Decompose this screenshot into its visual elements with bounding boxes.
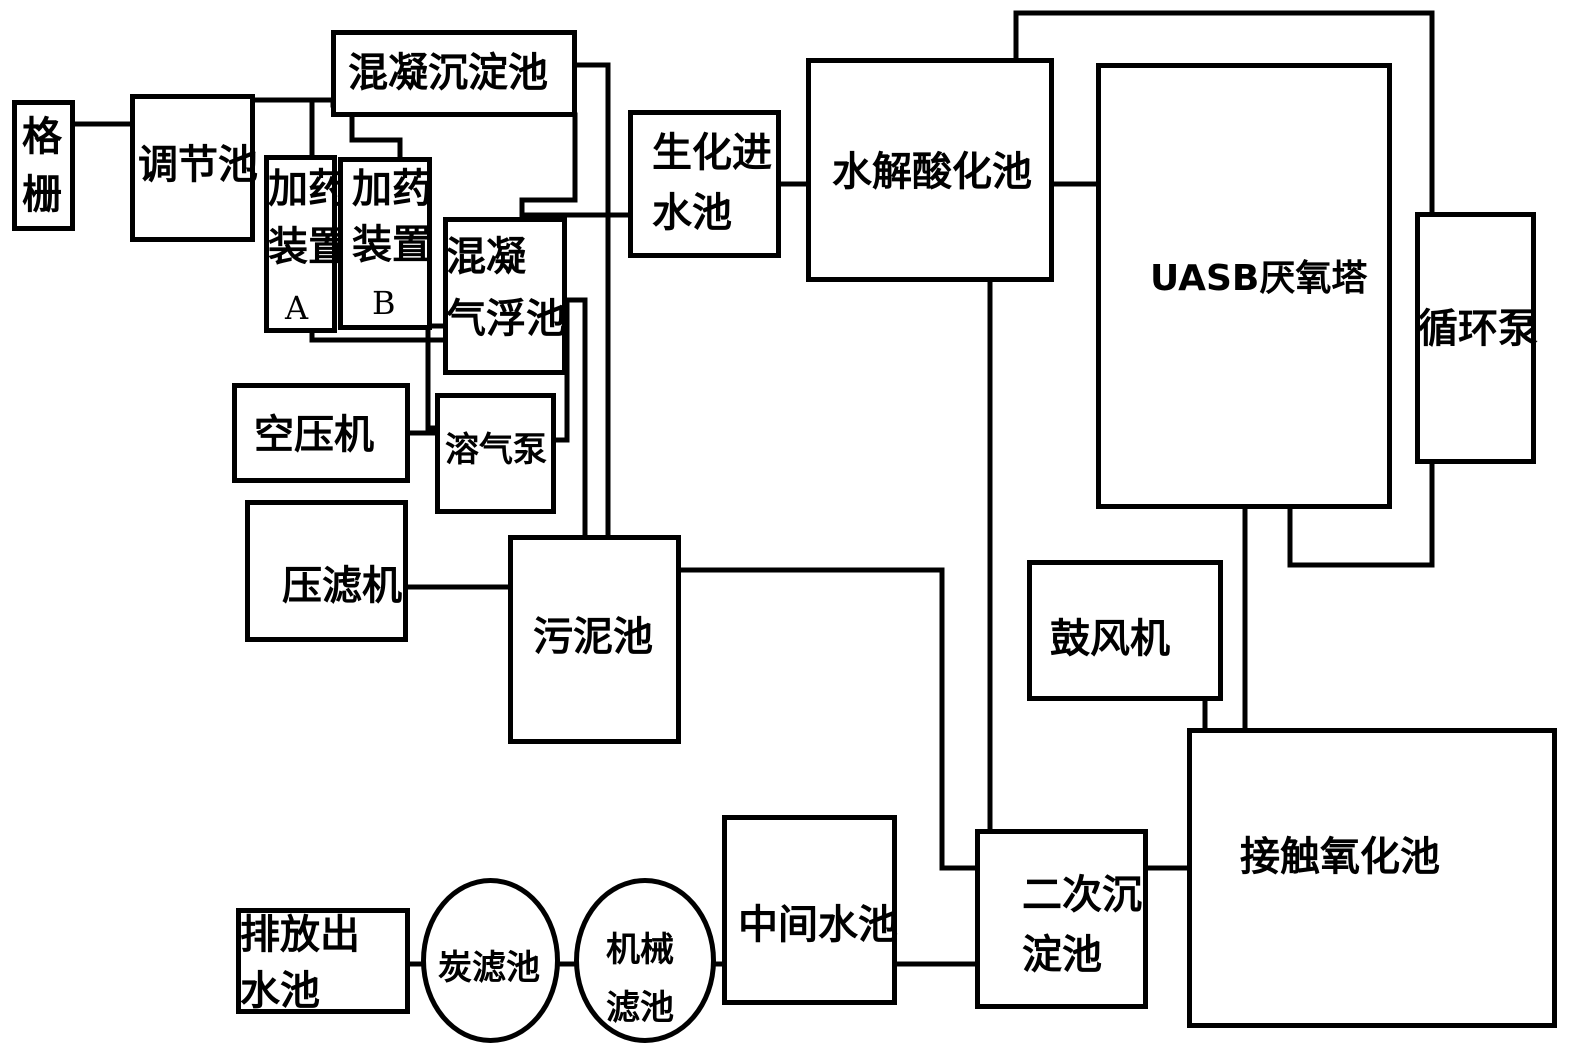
secondary-sed-label-2: 淀池 xyxy=(1022,932,1102,978)
filter-press-label: 压滤机 xyxy=(282,563,402,609)
secondary-sed-label-1: 二次沉 xyxy=(1022,872,1142,918)
coag-flotation-box xyxy=(443,217,567,375)
intermediate-tank-box xyxy=(722,815,897,1005)
mechanical-filter-label-2: 滤池 xyxy=(606,988,674,1028)
carbon-filter-box xyxy=(421,878,560,1043)
bio-inlet-box xyxy=(628,110,781,258)
dosing-b-box xyxy=(338,157,432,330)
discharge-label-1: 排放出 xyxy=(240,912,360,958)
hydrolysis-tank-box xyxy=(806,58,1054,282)
regulating-tank-label: 调节池 xyxy=(138,142,258,188)
line-pump-flotation xyxy=(550,297,570,443)
dosing-a-label-1: 加药 xyxy=(268,166,348,212)
discharge-label-2: 水池 xyxy=(240,968,320,1014)
grille-box xyxy=(12,100,75,231)
hydrolysis-tank-label: 水解酸化池 xyxy=(832,149,1032,195)
dissolved-air-pump-label: 溶气泵 xyxy=(445,430,547,470)
bio-inlet-label-1: 生化进 xyxy=(652,130,772,176)
uasb-box xyxy=(1096,63,1392,509)
coag-flotation-label-1: 混凝 xyxy=(446,234,526,280)
air-compressor-label: 空压机 xyxy=(254,412,374,458)
secondary-sed-box xyxy=(975,829,1148,1009)
blower-label: 鼓风机 xyxy=(1050,616,1170,662)
dosing-b-label-1: 加药 xyxy=(352,166,432,212)
dosing-a-label-2: 装置 xyxy=(268,224,348,270)
line-coagsed-flotation xyxy=(519,112,578,218)
mechanical-filter-box xyxy=(574,878,716,1043)
line-flotation-sludge xyxy=(562,297,588,541)
filter-press-box xyxy=(245,500,408,642)
coag-sed-tank-box xyxy=(331,30,577,117)
intermediate-tank-label: 中间水池 xyxy=(738,902,898,948)
dosing-b-label-2: 装置 xyxy=(352,222,432,268)
uasb-label: UASB厌氧塔 xyxy=(1150,258,1368,299)
dissolved-air-pump-box xyxy=(435,393,556,514)
regulating-tank-box xyxy=(130,94,255,242)
grille-label-2: 栅 xyxy=(22,172,62,218)
sludge-tank-box xyxy=(508,535,681,744)
line-top-loop xyxy=(1013,10,1435,218)
line-bottom-loop xyxy=(1287,462,1435,568)
grille-label-1: 格 xyxy=(22,114,62,160)
circulation-pump-label: 循环泵 xyxy=(1418,306,1538,352)
discharge-box xyxy=(236,908,410,1014)
contact-oxidation-box xyxy=(1187,728,1557,1028)
dosing-b-label-3: B xyxy=(372,284,396,322)
line-coagsed-sludge xyxy=(572,62,611,541)
dosing-a-box xyxy=(264,155,337,333)
circulation-pump-box xyxy=(1415,212,1536,464)
coag-flotation-label-2: 气浮池 xyxy=(446,296,566,342)
bio-inlet-label-2: 水池 xyxy=(652,190,732,236)
dosing-a-label-3: A xyxy=(285,289,309,327)
contact-oxidation-label: 接触氧化池 xyxy=(1240,834,1440,880)
line-sludge-secondary xyxy=(677,567,983,871)
blower-box xyxy=(1027,560,1223,701)
mechanical-filter-label-1: 机械 xyxy=(606,930,674,970)
air-compressor-box xyxy=(232,383,410,483)
carbon-filter-label: 炭滤池 xyxy=(438,948,540,988)
sludge-tank-label: 污泥池 xyxy=(533,614,653,660)
coag-sed-tank-label: 混凝沉淀池 xyxy=(348,50,548,96)
